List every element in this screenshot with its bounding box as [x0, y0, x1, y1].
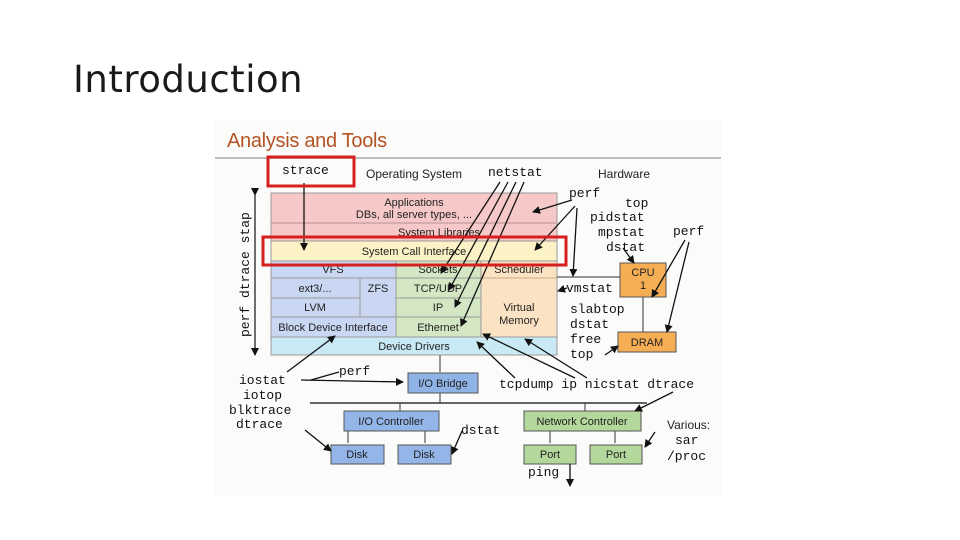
applications-sub-label: DBs, all server types, ...	[356, 209, 472, 221]
dtrace-netctrl-arrow	[634, 391, 674, 412]
dstat-label-3: dstat	[461, 423, 500, 438]
applications-label: Applications	[384, 197, 444, 209]
dtrace-disk-arrow	[304, 429, 332, 452]
top-label-1: top	[625, 196, 648, 211]
ext3-label: ext3/...	[298, 283, 331, 295]
pidstat-label: pidstat	[590, 210, 645, 225]
top-dram-arrow	[604, 345, 619, 356]
disk-1-box	[330, 444, 385, 465]
vmstat-arrow	[557, 284, 568, 293]
dram-box	[617, 331, 677, 353]
slide-title: Introduction	[73, 58, 304, 101]
strace-highlight	[266, 155, 356, 188]
ping-label: ping	[528, 465, 559, 480]
nicstat-arrow	[524, 338, 588, 379]
tcpdump-line-label: tcpdump ip nicstat dtrace	[499, 377, 694, 392]
disk-1-label: Disk	[346, 449, 368, 461]
io-controller-box	[343, 410, 440, 432]
iostat-bridge-arrow	[300, 377, 404, 386]
various-label: Various:	[667, 418, 710, 432]
sar-label: sar	[675, 433, 698, 448]
vfs-label: VFS	[322, 264, 343, 276]
disk-2-box	[397, 444, 452, 465]
tcpdump-ethernet-arrow	[476, 341, 516, 379]
netstat-arrow-4	[460, 181, 525, 327]
top-label-2: top	[570, 347, 593, 362]
proc-label: /proc	[667, 449, 706, 464]
os-header: Operating System	[366, 167, 462, 181]
strace-label: strace	[282, 163, 329, 178]
syscall-label: System Call Interface	[362, 246, 467, 258]
zfs-label: ZFS	[368, 283, 389, 295]
io-controller-label: I/O Controller	[358, 416, 424, 428]
iotop-label: iotop	[243, 388, 282, 403]
vmstat-label: vmstat	[566, 281, 613, 296]
netstat-arrow-1	[440, 181, 501, 274]
ethernet-label: Ethernet	[417, 322, 459, 334]
hardware-header: Hardware	[598, 167, 650, 181]
perf-arrow-1c	[569, 207, 578, 277]
mpstat-label: mpstat	[598, 225, 645, 240]
dram-label: DRAM	[631, 337, 663, 349]
dtrace-label: dtrace	[236, 417, 283, 432]
dstat-cpu-arrow	[622, 247, 635, 264]
iostat-block-arrow	[286, 335, 336, 373]
tcpudp-label: TCP/UDP	[414, 283, 462, 295]
block-device-label: Block Device Interface	[278, 322, 387, 334]
port-2-label: Port	[606, 449, 626, 461]
blktrace-label: blktrace	[229, 403, 291, 418]
io-bridge-box	[407, 372, 479, 394]
device-drivers-label: Device Drivers	[378, 341, 450, 353]
disk-2-label: Disk	[413, 449, 435, 461]
syscall-highlight	[261, 235, 568, 267]
perf-cpu-arrow	[651, 239, 686, 298]
io-bridge-label: I/O Bridge	[418, 378, 468, 390]
iostat-label: iostat	[239, 373, 286, 388]
ip-label: IP	[433, 302, 443, 314]
scheduler-label: Scheduler	[494, 264, 544, 276]
dstat-label-2: dstat	[570, 317, 609, 332]
perf-dram-arrow	[664, 241, 690, 333]
analysis-tools-diagram: Analysis and Tools Operating System Hard…	[215, 120, 721, 496]
perf-arrow-3-stub	[310, 371, 340, 381]
cpu-label: CPU	[631, 267, 654, 279]
dstat-disk-arrow	[451, 430, 463, 455]
figure-title: Analysis and Tools	[227, 130, 387, 152]
network-controller-box	[523, 410, 642, 432]
perf-label-2: perf	[673, 224, 704, 239]
side-tools-label: perf dtrace stap	[238, 212, 253, 337]
netstat-arrow-3	[454, 181, 517, 308]
virtual-memory-label-2: Memory	[499, 315, 539, 327]
lvm-label: LVM	[304, 302, 326, 314]
dstat-label-1: dstat	[606, 240, 645, 255]
slabtop-label: slabtop	[570, 302, 625, 317]
various-arrow	[644, 431, 656, 448]
network-controller-label: Network Controller	[536, 416, 627, 428]
netstat-label: netstat	[488, 165, 543, 180]
perf-arrow-1b	[534, 205, 576, 251]
cpu-number: 1	[640, 280, 646, 292]
port-1-box	[523, 444, 577, 465]
virtual-memory-label-1: Virtual	[504, 302, 535, 314]
port-1-label: Port	[540, 449, 560, 461]
perf-arrow-1a	[532, 199, 573, 214]
free-label: free	[570, 332, 601, 347]
ip-arrow	[482, 333, 576, 379]
port-2-box	[589, 444, 643, 465]
perf-label-1: perf	[569, 186, 600, 201]
perf-label-3: perf	[339, 364, 370, 379]
